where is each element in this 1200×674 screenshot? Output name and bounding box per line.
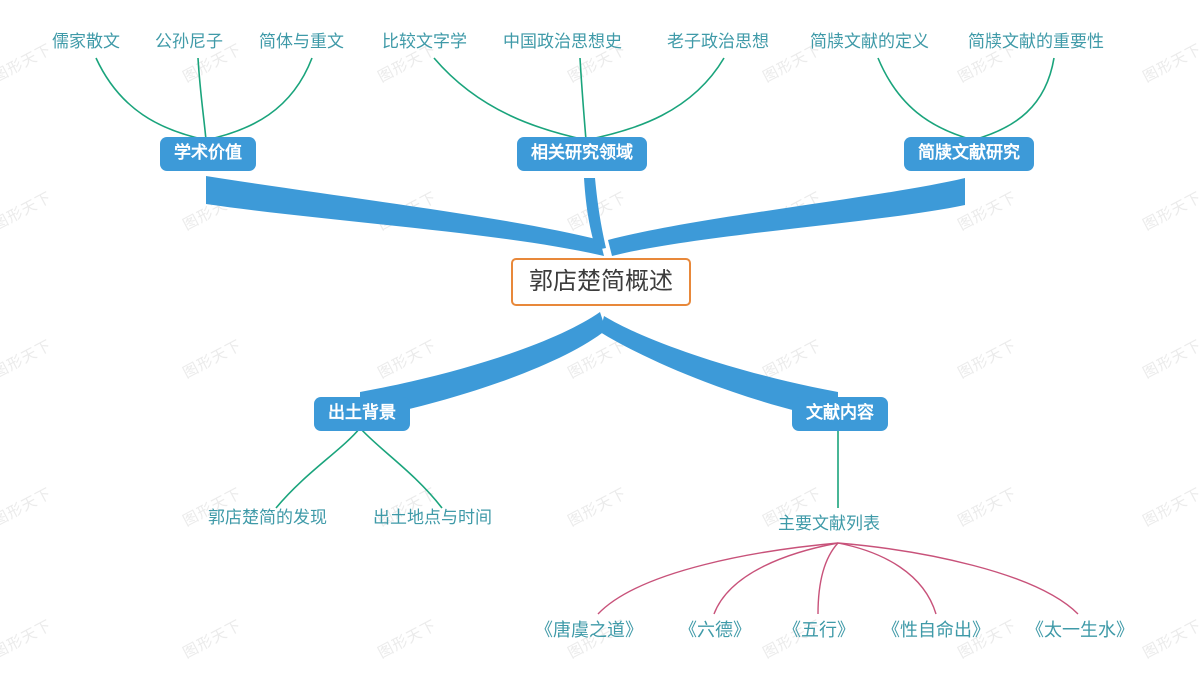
leaf-book-tangyu-zhi-dao[interactable]: 《唐虞之道》 [535,616,643,642]
leaf-rujia-sanwen[interactable]: 儒家散文 [52,32,120,53]
branch-academic-to-gongsunnizi [197,57,207,141]
node-excavation-background[interactable]: 出土背景 [314,397,410,431]
leaf-gongsunnizi[interactable]: 公孙尼子 [155,32,223,53]
leaf-book-xing-zi-ming-chu[interactable]: 《性自命出》 [882,616,990,642]
leaf-jiandu-wenxian-zhongyaoxing-label: 简牍文献的重要性 [968,32,1104,52]
leaf-main-document-list[interactable]: 主要文献列表 [778,509,880,534]
leaf-jiandu-wenxian-zhongyaoxing[interactable]: 简牍文献的重要性 [968,32,1104,53]
node-bamboo-slip-document-research-label: 简牍文献研究 [918,143,1020,163]
branch-mainlist-to-liude [713,542,839,615]
leaf-jiandu-wenxian-dingyi[interactable]: 简牍文献的定义 [810,32,929,53]
leaf-book-taiyi-sheng-shui[interactable]: 《太一生水》 [1026,616,1134,642]
node-excavation-background-label: 出土背景 [328,403,396,423]
leaf-gongsunnizi-label: 公孙尼子 [155,32,223,52]
leaf-rujia-sanwen-label: 儒家散文 [52,32,120,52]
leaf-jianti-yu-zhongwen[interactable]: 简体与重文 [259,32,344,53]
branch-mainlist-to-tangyu [597,542,839,615]
leaf-laozi-zhengzhi-sixiang[interactable]: 老子政治思想 [667,32,769,53]
leaf-book-wuxing-label: 《五行》 [783,620,855,641]
branch-root-to-related-fields [584,178,606,250]
branch-root-to-excavation [360,312,606,420]
node-document-contents[interactable]: 文献内容 [792,397,888,431]
leaf-book-tangyu-zhi-dao-label: 《唐虞之道》 [535,620,643,641]
node-academic-value[interactable]: 学术价值 [160,137,256,171]
leaf-bijiao-wenzixue[interactable]: 比较文字学 [382,32,467,53]
leaf-book-wuxing[interactable]: 《五行》 [783,616,855,642]
branch-academic-to-rujia [95,57,207,141]
node-academic-value-label: 学术价值 [174,143,242,163]
branch-mainlist-to-xingziming [837,542,937,615]
leaf-guodian-chujian-faxian-label: 郭店楚简的发现 [208,508,327,528]
branch-fields-to-zhongguo [579,57,587,141]
leaf-bijiao-wenzixue-label: 比较文字学 [382,32,467,52]
leaf-book-liude-label: 《六德》 [679,620,751,641]
branch-root-to-academic-value [206,176,604,256]
leaf-main-document-list-label: 主要文献列表 [778,514,880,534]
leaf-jianti-yu-zhongwen-label: 简体与重文 [259,32,344,52]
leaf-book-liude[interactable]: 《六德》 [679,616,751,642]
branch-mainlist-to-taiyi [837,542,1079,615]
node-document-contents-label: 文献内容 [806,403,874,423]
branch-academic-to-jiantizhongwen [205,57,313,141]
node-bamboo-slip-document-research[interactable]: 简牍文献研究 [904,137,1034,171]
leaf-zhongguo-zhengzhi-sixiangshi[interactable]: 中国政治思想史 [503,32,622,53]
leaf-zhongguo-zhengzhi-sixiangshi-label: 中国政治思想史 [503,32,622,52]
node-related-research-fields[interactable]: 相关研究领域 [517,137,647,171]
leaf-chutu-didian-yu-shijian[interactable]: 出土地点与时间 [373,508,492,529]
node-root-label: 郭店楚简概述 [529,267,673,295]
node-root[interactable]: 郭店楚简概述 [511,258,691,306]
branch-bamboo-to-definition [877,57,974,141]
branch-root-to-bamboo-research [608,178,965,256]
leaf-chutu-didian-yu-shijian-label: 出土地点与时间 [373,508,492,528]
leaf-book-xing-zi-ming-chu-label: 《性自命出》 [882,620,990,641]
branch-mainlist-to-wuxing [817,542,839,615]
branch-bamboo-to-importance [972,57,1055,141]
leaf-laozi-zhengzhi-sixiang-label: 老子政治思想 [667,32,769,52]
leaf-jiandu-wenxian-dingyi-label: 简牍文献的定义 [810,32,929,52]
branch-fields-to-laozi [585,57,725,141]
leaf-guodian-chujian-faxian[interactable]: 郭店楚简的发现 [208,508,327,529]
leaf-book-taiyi-sheng-shui-label: 《太一生水》 [1026,620,1134,641]
branch-fields-to-bijiao [433,57,587,141]
branch-excavation-to-discovery [275,427,361,509]
branch-excavation-to-site-time [359,427,443,509]
node-related-research-fields-label: 相关研究领域 [531,143,633,163]
branch-root-to-documents [600,316,838,420]
